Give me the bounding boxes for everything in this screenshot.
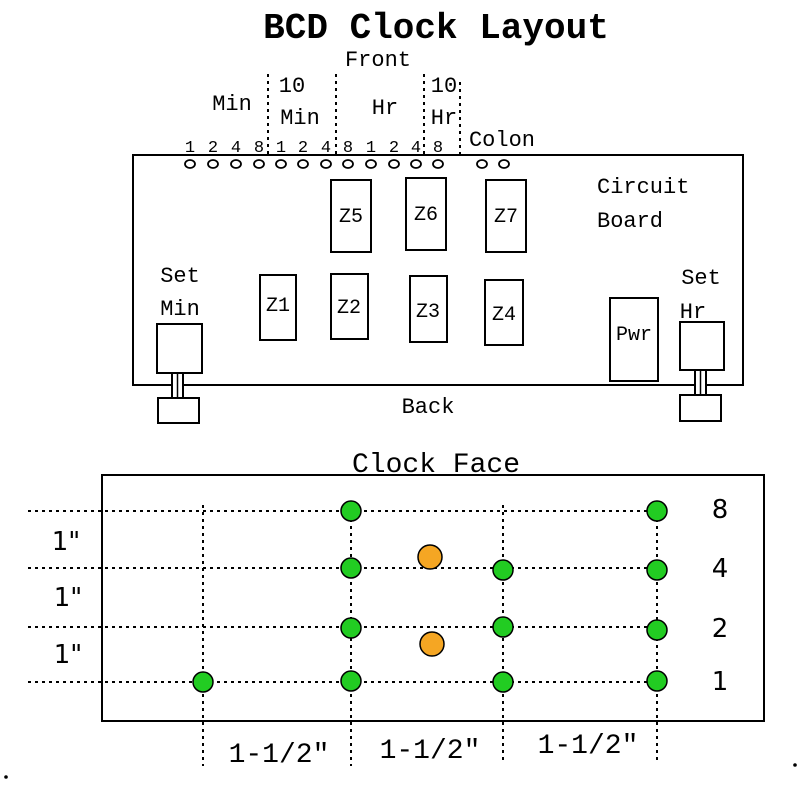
set-hr-button (679, 321, 725, 422)
colon-led-hole (498, 159, 510, 169)
row-spacing-2: 1" (54, 583, 83, 613)
front-label: Front (345, 48, 411, 73)
led-hole (388, 159, 400, 169)
chip-z1 (259, 274, 297, 341)
board-label-line2: Board (597, 209, 663, 234)
group-label-colon: Colon (469, 128, 535, 153)
led-hole (297, 159, 309, 169)
row-label-4: 4 (712, 554, 729, 584)
set-min-label-1: Set (160, 264, 200, 289)
chip-z6 (405, 177, 447, 251)
bit-label: 2 (389, 139, 399, 158)
bit-label: 2 (298, 139, 308, 158)
bit-label: 4 (231, 139, 241, 158)
bit-label: 4 (411, 139, 421, 158)
led-hr-2 (340, 617, 362, 639)
set-min-button (156, 323, 203, 424)
board-led-holes (184, 159, 510, 169)
led-hr-4 (340, 557, 362, 579)
group-label-10hr-bottom: Hr (431, 106, 457, 131)
bit-label: 2 (208, 139, 218, 158)
group-label-10hr-top: 10 (431, 74, 457, 99)
group-label-10min-bottom: Min (280, 106, 320, 131)
group-label-hr: Hr (372, 96, 398, 121)
set-hr-label-1: Set (681, 266, 721, 291)
colon-led-hole (476, 159, 488, 169)
led-10min-2 (492, 616, 514, 638)
chip-label: Z3 (416, 301, 440, 324)
row-spacing-1: 1" (52, 527, 81, 557)
bit-label: 1 (185, 139, 195, 158)
row-label-2: 2 (712, 614, 729, 644)
led-min-4 (646, 559, 668, 581)
led-10min-4 (492, 559, 514, 581)
led-hole (230, 159, 242, 169)
bit-label: 1 (276, 139, 286, 158)
set-min-label-2: Min (160, 297, 200, 322)
power-label: Pwr (616, 324, 652, 347)
col-spacing-1: 1-1/2" (229, 740, 330, 771)
back-label: Back (402, 395, 455, 420)
led-hole (184, 159, 196, 169)
page-title: BCD Clock Layout (263, 8, 609, 49)
bit-label: 1 (366, 139, 376, 158)
bit-label: 4 (321, 139, 331, 158)
chip-label: Z4 (492, 304, 516, 327)
row-label-1: 1 (712, 667, 729, 697)
chip-z2 (330, 273, 369, 340)
bit-label: 8 (433, 139, 443, 158)
led-min-2 (646, 619, 668, 641)
led-hr-8 (340, 500, 362, 522)
led-hole (320, 159, 332, 169)
corner-dot-left (4, 775, 8, 779)
led-min-1 (646, 670, 668, 692)
led-hole (365, 159, 377, 169)
chip-label: Z5 (339, 206, 363, 229)
led-hole (342, 159, 354, 169)
led-hole (410, 159, 422, 169)
colon-led-bottom (419, 631, 445, 657)
col-spacing-2: 1-1/2" (380, 736, 481, 767)
group-label-min: Min (212, 92, 252, 117)
chip-label: Z1 (266, 295, 290, 318)
set-hr-label-2: Hr (680, 300, 706, 325)
bit-label: 8 (254, 139, 264, 158)
row-spacing-3: 1" (54, 640, 83, 670)
colon-led-top (417, 544, 443, 570)
chip-label: Z6 (414, 204, 438, 227)
bit-label: 8 (343, 139, 353, 158)
led-min-8 (646, 500, 668, 522)
group-label-10min-top: 10 (279, 74, 305, 99)
led-hole (275, 159, 287, 169)
led-10min-1 (492, 671, 514, 693)
chip-z5 (330, 179, 372, 253)
led-hole (253, 159, 265, 169)
led-hole (432, 159, 444, 169)
row-label-8: 8 (712, 495, 729, 525)
board-label-line1: Circuit (597, 175, 689, 200)
power-module (609, 297, 659, 382)
corner-dot-right (793, 763, 797, 767)
led-hole (207, 159, 219, 169)
col-spacing-3: 1-1/2" (538, 731, 639, 762)
chip-z3 (409, 275, 448, 343)
face-leds (192, 500, 668, 693)
chip-z7 (485, 179, 527, 253)
chip-label: Z7 (494, 206, 518, 229)
led-hr-1 (340, 670, 362, 692)
chip-label: Z2 (337, 297, 361, 320)
chip-z4 (484, 279, 524, 346)
led-10hr-1 (192, 671, 214, 693)
bit-labels: 1 2 4 8 1 2 4 8 1 2 4 8 (185, 139, 443, 158)
